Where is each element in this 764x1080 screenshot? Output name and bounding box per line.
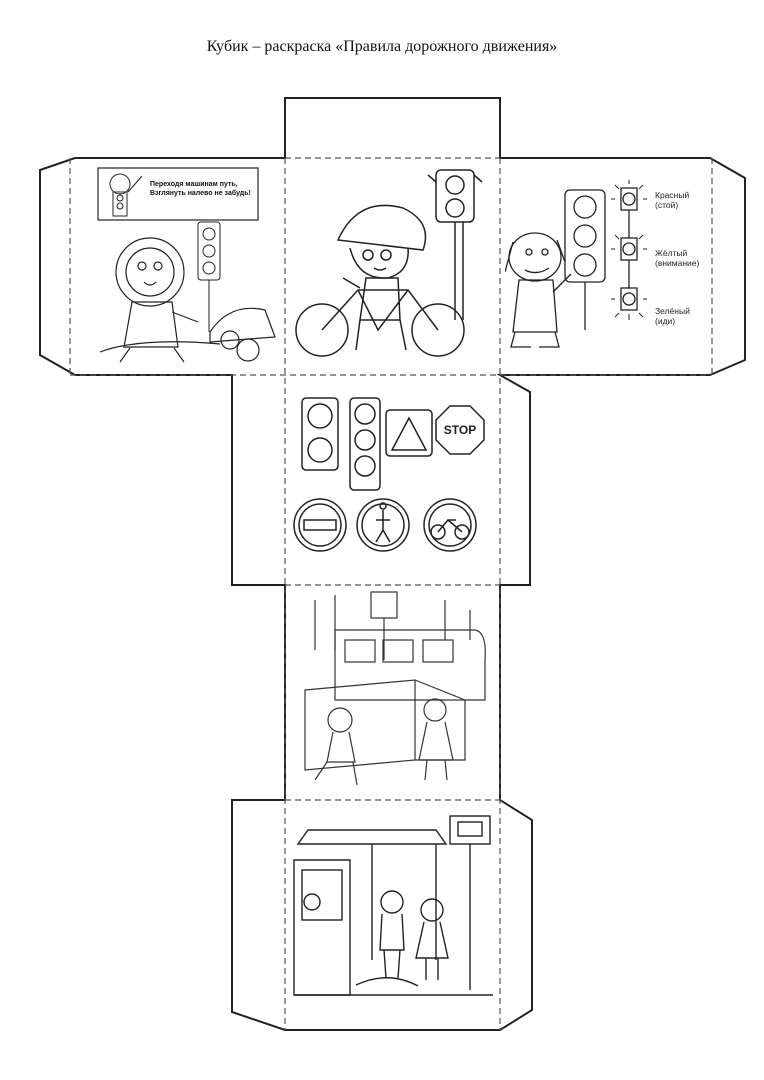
light-label-yellow-sub: (внимание) xyxy=(655,258,700,268)
light-label-yellow: Жёлтый xyxy=(655,248,688,258)
dog-illustration xyxy=(504,180,647,348)
speech-line-1: Переходя машинам путь, xyxy=(150,181,238,188)
speech-line-2: Взглянуть налево не забудь! xyxy=(150,190,251,197)
light-label-green: Зелёный xyxy=(655,306,690,316)
face-road-signs: STOP xyxy=(288,380,498,580)
light-label-green-sub: (иди) xyxy=(655,316,676,326)
face-lion: Переходя машинам путь, Взглянуть налево … xyxy=(80,162,280,372)
bus-stop-illustration xyxy=(293,815,493,996)
underpass-illustration xyxy=(304,591,486,786)
stop-sign-text: STOP xyxy=(444,423,476,437)
light-label-red: Красный xyxy=(655,190,690,200)
face-underpass xyxy=(295,590,495,795)
page-title: Кубик – раскраска «Правила дорожного дви… xyxy=(206,38,558,55)
cyclist-illustration xyxy=(295,169,483,357)
lion-illustration xyxy=(97,167,276,363)
face-cyclist xyxy=(288,160,498,372)
light-label-red-sub: (стой) xyxy=(655,200,679,210)
face-dog-lights: Красный (стой) Жёлтый (внимание) Зелёный… xyxy=(504,162,710,372)
road-signs-illustration: STOP xyxy=(293,397,485,552)
face-bus-stop xyxy=(288,810,498,1015)
